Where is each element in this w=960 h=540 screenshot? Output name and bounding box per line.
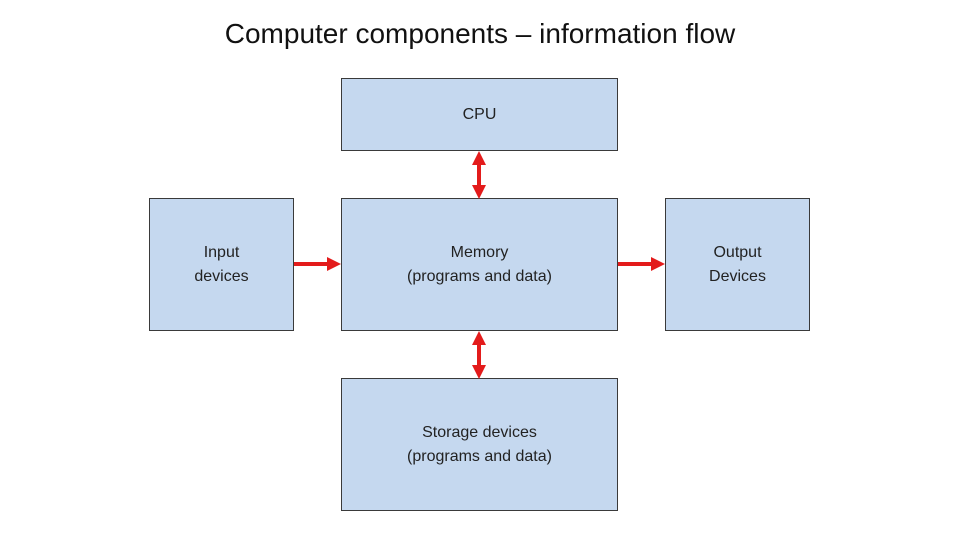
- input-devices-box: Input devices: [149, 198, 294, 331]
- storage-devices-label-line-2: (programs and data): [407, 447, 552, 465]
- arrow-memory-output: [618, 257, 665, 271]
- output-devices-box: Output Devices: [665, 198, 810, 331]
- arrow-cpu-memory-head-down: [472, 185, 486, 199]
- output-devices-label-line-1: Output: [713, 243, 762, 261]
- arrow-memory-storage: [472, 331, 486, 379]
- arrow-memory-storage-head-down: [472, 365, 486, 379]
- cpu-box: CPU: [341, 78, 618, 151]
- input-devices-label-line-2: devices: [194, 267, 249, 285]
- arrow-memory-output-head: [651, 257, 665, 271]
- arrow-input-memory: [294, 257, 341, 271]
- arrow-input-memory-head: [327, 257, 341, 271]
- memory-box: Memory (programs and data): [341, 198, 618, 331]
- storage-devices-label: Storage devices (programs and data): [407, 421, 552, 469]
- diagram-title: Computer components – information flow: [224, 18, 736, 49]
- storage-devices-box: Storage devices (programs and data): [341, 378, 618, 511]
- arrow-cpu-memory-head-up: [472, 151, 486, 165]
- cpu-label-line: CPU: [462, 105, 497, 123]
- output-devices-label-line-2: Devices: [709, 267, 766, 285]
- output-devices-label: Output Devices: [709, 241, 766, 289]
- memory-label-line-2: (programs and data): [407, 267, 552, 285]
- memory-label: Memory (programs and data): [407, 241, 552, 289]
- storage-devices-label-line-1: Storage devices: [422, 423, 537, 441]
- input-devices-label: Input devices: [194, 241, 248, 289]
- memory-label-line-1: Memory: [450, 243, 509, 261]
- arrow-cpu-memory: [472, 151, 486, 199]
- input-devices-label-line-1: Input: [203, 243, 240, 261]
- arrow-memory-storage-head-up: [472, 331, 486, 345]
- cpu-label: CPU: [463, 103, 497, 127]
